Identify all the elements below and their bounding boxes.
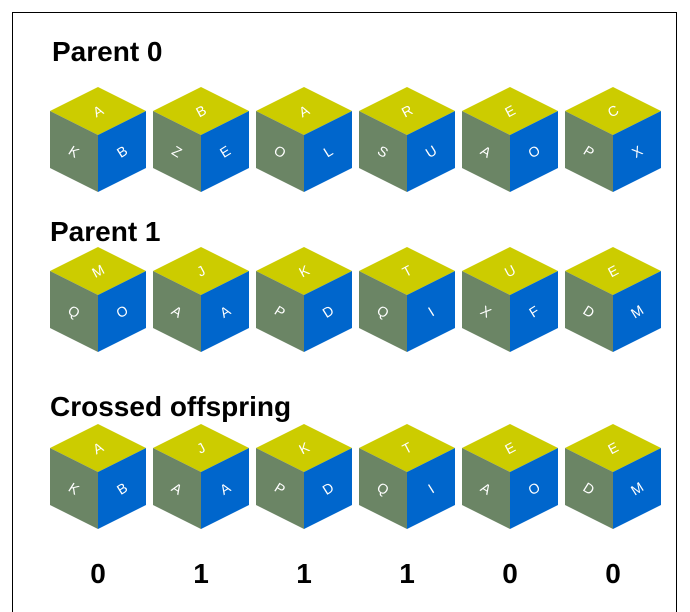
parent-0-cube-2-right-face [201,111,249,192]
parent-0-cube-1-right-face [98,111,146,192]
parent-1-cube-4-left-face [359,271,407,352]
parent-0-cube-2-left-face [153,111,201,192]
parent-0-cube-4-right-face [407,111,455,192]
offspring-cube-4-left-face [359,448,407,529]
offspring-cube-4-right-letter: I [425,481,437,497]
mask-bit-5: 0 [502,558,518,589]
parent-0-cube-3-right-face [304,111,352,192]
parent-1-cube-2-right-face [201,271,249,352]
parent-1-cube-3-left-face [256,271,304,352]
offspring-cube-5-right-face [510,448,558,529]
mask-bit-3: 1 [296,558,312,589]
mask-bit-2: 1 [193,558,209,589]
parent-1-cube-6-right-face [613,271,661,352]
offspring-cube-6-right-face [613,448,661,529]
parent-0-cube-5-left-face [462,111,510,192]
parent-1-title: Parent 1 [50,216,161,247]
parent-1-cube-5-left-face [462,271,510,352]
offspring-cube-5-left-face [462,448,510,529]
parent-0-title: Parent 0 [52,36,163,67]
offspring-cube-3-right-face [304,448,352,529]
offspring-cube-3-left-face [256,448,304,529]
parent-0-cube-1-left-face [50,111,98,192]
parent-0-cube-4-left-face [359,111,407,192]
offspring-cube-1-right-face [98,448,146,529]
offspring-cube-6-left-face [565,448,613,529]
parent-0-cube-3-left-face [256,111,304,192]
mask-bit-6: 0 [605,558,621,589]
offspring-title: Crossed offspring [50,391,292,422]
parent-0-cube-6-left-face [565,111,613,192]
offspring-cube-4-right-face [407,448,455,529]
parent-1-cube-1-left-face [50,271,98,352]
parent-1-cube-4-right-letter: I [425,304,437,320]
offspring-cube-2-left-face [153,448,201,529]
parent-0-cube-5-right-face [510,111,558,192]
parent-1-cube-6-left-face [565,271,613,352]
parent-1-cube-4-right-face [407,271,455,352]
parent-1-cube-5-right-face [510,271,558,352]
offspring-cube-2-right-face [201,448,249,529]
parent-1-cube-1-right-face [98,271,146,352]
parent-0-cube-6-right-face [613,111,661,192]
offspring-cube-1-left-face [50,448,98,529]
mask-bit-4: 1 [399,558,415,589]
parent-1-cube-2-left-face [153,271,201,352]
mask-bit-1: 0 [90,558,106,589]
parent-1-cube-3-right-face [304,271,352,352]
